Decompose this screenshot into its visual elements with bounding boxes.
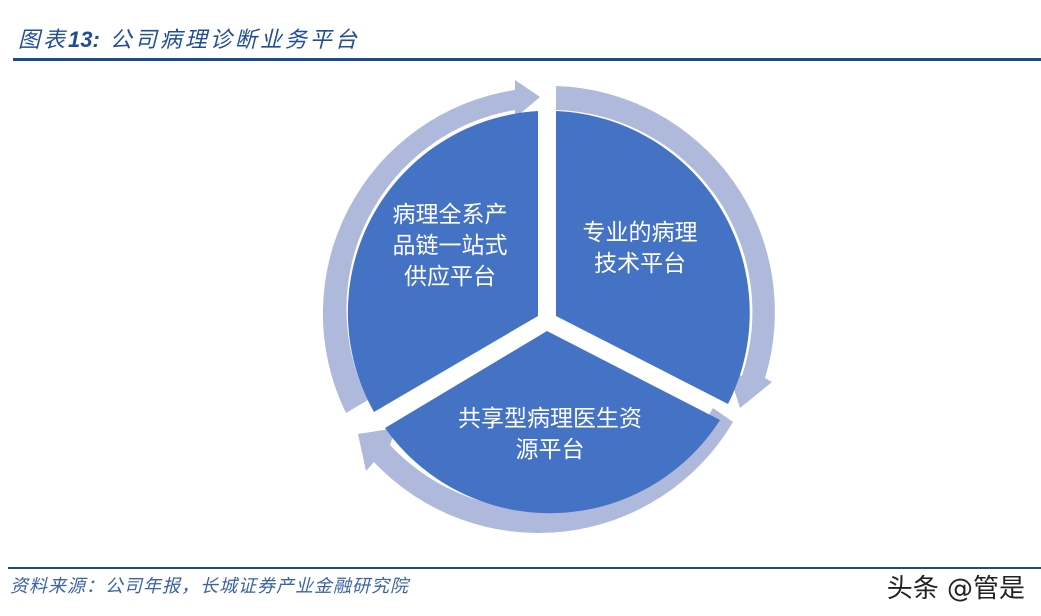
segment-technology-platform (556, 111, 750, 404)
cycle-segments (347, 111, 750, 514)
label-line: 共享型病理医生资 (458, 406, 642, 432)
label-line: 专业的病理 (582, 220, 698, 246)
arrow-right-icon (556, 86, 775, 408)
top-rule (13, 58, 1041, 61)
segment-label-supply: 病理全系产 品链一站式 供应平台 (375, 200, 525, 293)
label-line: 品链一站式 (392, 233, 508, 259)
bottom-rule (8, 567, 1041, 569)
label-line: 技术平台 (594, 251, 686, 277)
segment-label-doctor: 共享型病理医生资 源平台 (435, 404, 665, 466)
segment-supply-platform (347, 111, 538, 412)
label-line: 病理全系产 (392, 202, 508, 228)
segment-doctor-platform (385, 331, 720, 514)
figure-title: 图表13: 公司病理诊断业务平台 (18, 22, 360, 54)
figure-label: 图表 (18, 28, 69, 53)
segment-label-technology: 专业的病理 技术平台 (565, 218, 715, 280)
watermark: 头条 @管是 (886, 574, 1025, 604)
figure-title-text: 公司病理诊断业务平台 (109, 28, 360, 53)
arrow-bottom-icon (358, 408, 733, 533)
source-note: 资料来源：公司年报，长城证券产业金融研究院 (10, 576, 409, 597)
label-line: 源平台 (515, 437, 585, 463)
figure-number: 13: (68, 27, 100, 52)
label-line: 供应平台 (404, 264, 496, 290)
